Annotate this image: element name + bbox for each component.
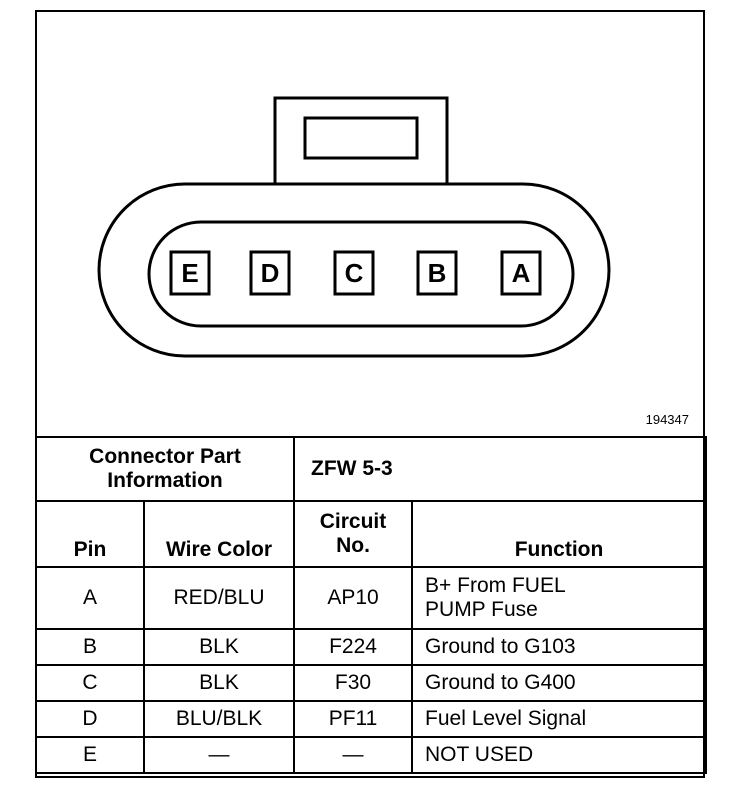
part-info-label: Connector Part Information (34, 436, 296, 502)
table-row: D BLU/BLK PF11 Fuel Level Signal (35, 700, 708, 738)
pin-box-d (249, 250, 291, 296)
header-wire-color: Wire Color (142, 500, 296, 568)
column-header-row: Pin Wire Color Circuit No. Function (35, 500, 708, 568)
wire-color-cell: BLK (142, 628, 296, 666)
connector-card: E D C B A 194347 Connector Part Informat… (34, 10, 708, 778)
pin-box-a (500, 250, 542, 296)
table-row: B BLK F224 Ground to G103 (35, 628, 708, 666)
pin-box-e (169, 250, 211, 296)
function-cell: Ground to G103 (411, 628, 708, 666)
part-info-value: ZFW 5-3 (293, 436, 708, 502)
wire-color-cell: BLU/BLK (142, 700, 296, 738)
connector-table: Connector Part Information ZFW 5-3 Pin W… (34, 436, 708, 774)
header-circuit: Circuit No. (293, 500, 414, 568)
locking-tab-window (303, 116, 419, 160)
circuit-cell: PF11 (293, 700, 414, 738)
circuit-cell: F224 (293, 628, 414, 666)
function-line-1: B+ From FUEL (425, 574, 566, 597)
pin-label-e: E (181, 258, 199, 288)
circuit-cell: — (293, 736, 414, 774)
part-info-row: Connector Part Information ZFW 5-3 (34, 436, 708, 502)
wire-color-cell: RED/BLU (142, 566, 296, 630)
figure-id: 194347 (645, 412, 689, 427)
pin-box-b (416, 250, 458, 296)
circuit-cell: F30 (293, 664, 414, 702)
table-row: E — — NOT USED (35, 736, 708, 774)
connector-diagram: E D C B A 194347 (37, 12, 703, 436)
pin-label-b: B (427, 258, 447, 288)
function-line-2: PUMP Fuse (425, 598, 538, 621)
table-row: C BLK F30 Ground to G400 (35, 664, 708, 702)
pin-label-c: C (344, 258, 364, 288)
table-row: A RED/BLU AP10 B+ From FUEL PUMP Fuse (35, 566, 708, 630)
wire-color-cell: BLK (142, 664, 296, 702)
function-cell: NOT USED (411, 736, 708, 774)
header-pin: Pin (35, 500, 145, 568)
pin-cell: E (35, 736, 145, 774)
pin-cell: D (35, 700, 145, 738)
function-cell: B+ From FUEL PUMP Fuse (411, 566, 708, 630)
pin-label-d: D (260, 258, 280, 288)
pin-cell: B (35, 628, 145, 666)
wire-color-cell: — (142, 736, 296, 774)
header-function: Function (411, 500, 708, 568)
circuit-cell: AP10 (293, 566, 414, 630)
connector-drawing (97, 96, 611, 358)
function-cell: Fuel Level Signal (411, 700, 708, 738)
pin-cell: C (35, 664, 145, 702)
pin-cell: A (35, 566, 145, 630)
pin-label-a: A (511, 258, 531, 288)
pin-box-c (333, 250, 375, 296)
function-cell: Ground to G400 (411, 664, 708, 702)
